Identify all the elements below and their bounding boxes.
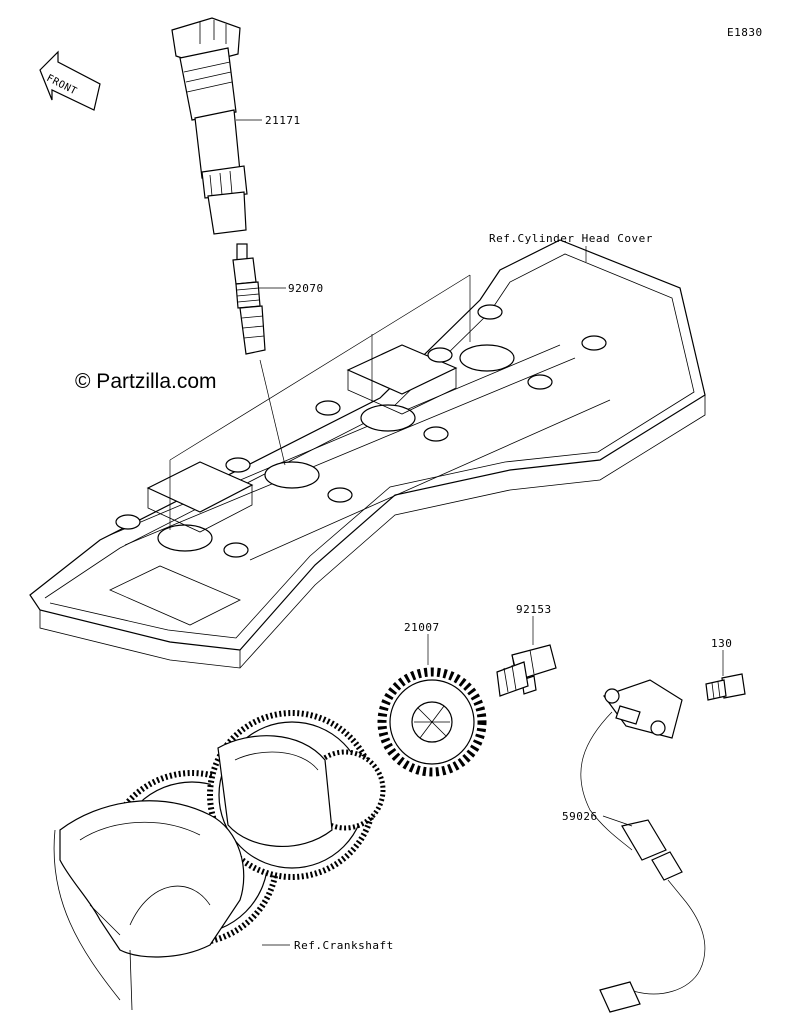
ignition-coil-21171[interactable] <box>171 17 248 235</box>
part-number-92070[interactable]: 92070 <box>288 282 324 295</box>
part-number-130[interactable]: 130 <box>711 637 733 650</box>
watermark: © Partzilla.com <box>75 370 217 393</box>
bolt-130[interactable] <box>705 673 746 701</box>
part-number-59026[interactable]: 59026 <box>562 810 598 823</box>
part-number-92153[interactable]: 92153 <box>516 603 552 616</box>
cylinder-head-cover <box>29 239 706 669</box>
ref-cylinder-head-cover[interactable]: Ref.Cylinder Head Cover <box>489 232 653 245</box>
part-number-21171[interactable]: 21171 <box>265 114 301 127</box>
position-guide-lines <box>169 274 471 530</box>
part-number-21007[interactable]: 21007 <box>404 621 440 634</box>
front-arrow-icon <box>39 50 101 111</box>
spark-plug-92070[interactable] <box>232 243 266 355</box>
bolt-92153[interactable] <box>496 644 557 697</box>
leader-lines <box>236 119 724 946</box>
crankshaft <box>53 710 386 1011</box>
ref-crankshaft[interactable]: Ref.Crankshaft <box>294 939 394 952</box>
crankshaft-sensor-59026[interactable] <box>580 679 706 1013</box>
diagram-code: E1830 <box>727 26 763 39</box>
timing-rotor-21007[interactable] <box>377 667 487 777</box>
